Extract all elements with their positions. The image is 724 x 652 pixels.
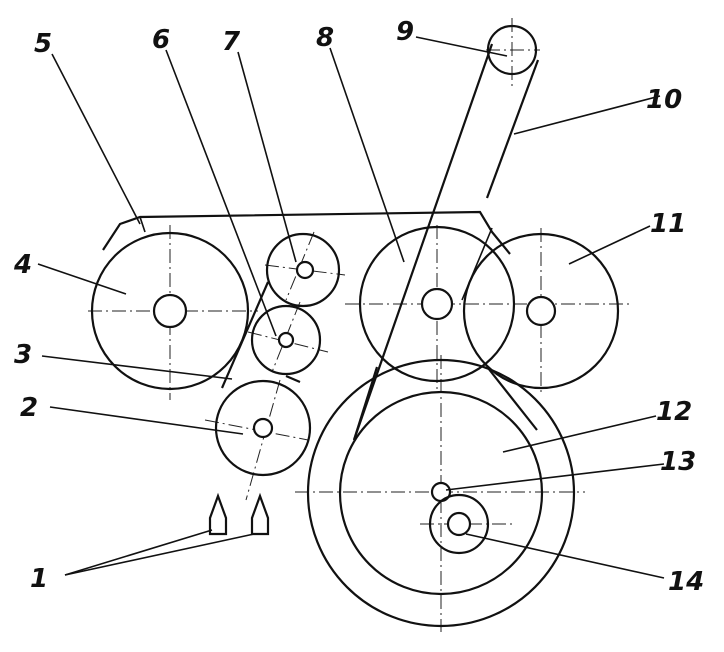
lever-arm-10	[352, 24, 540, 441]
label-10: 10	[646, 85, 682, 115]
frame-bar	[102, 210, 511, 255]
leader-lines	[37, 36, 665, 579]
belt-8-12	[352, 366, 538, 441]
gear-12	[306, 358, 576, 628]
belt-6-2	[220, 281, 301, 389]
pointers-1	[208, 492, 270, 536]
label-7: 7	[222, 27, 241, 57]
gear-14	[428, 493, 490, 555]
label-2: 2	[20, 393, 38, 423]
label-4: 4	[13, 250, 32, 280]
label-13: 13	[660, 447, 696, 477]
gear-11	[462, 232, 620, 390]
gear-6	[250, 304, 322, 376]
label-9: 9	[396, 17, 414, 47]
label-6: 6	[152, 25, 170, 55]
label-12: 12	[656, 397, 692, 427]
label-5: 5	[34, 29, 52, 59]
label-3: 3	[14, 340, 32, 370]
part-labels: 1 2 3 4 5 6 7 8 9 10 11 12 13 14	[13, 17, 704, 597]
gear-4	[90, 231, 250, 391]
label-14: 14	[668, 567, 704, 597]
label-8: 8	[316, 23, 334, 53]
gear-8	[358, 225, 516, 383]
label-11: 11	[650, 209, 686, 239]
label-1: 1	[30, 564, 48, 594]
gear-2	[214, 379, 312, 477]
gear-7	[265, 232, 341, 308]
